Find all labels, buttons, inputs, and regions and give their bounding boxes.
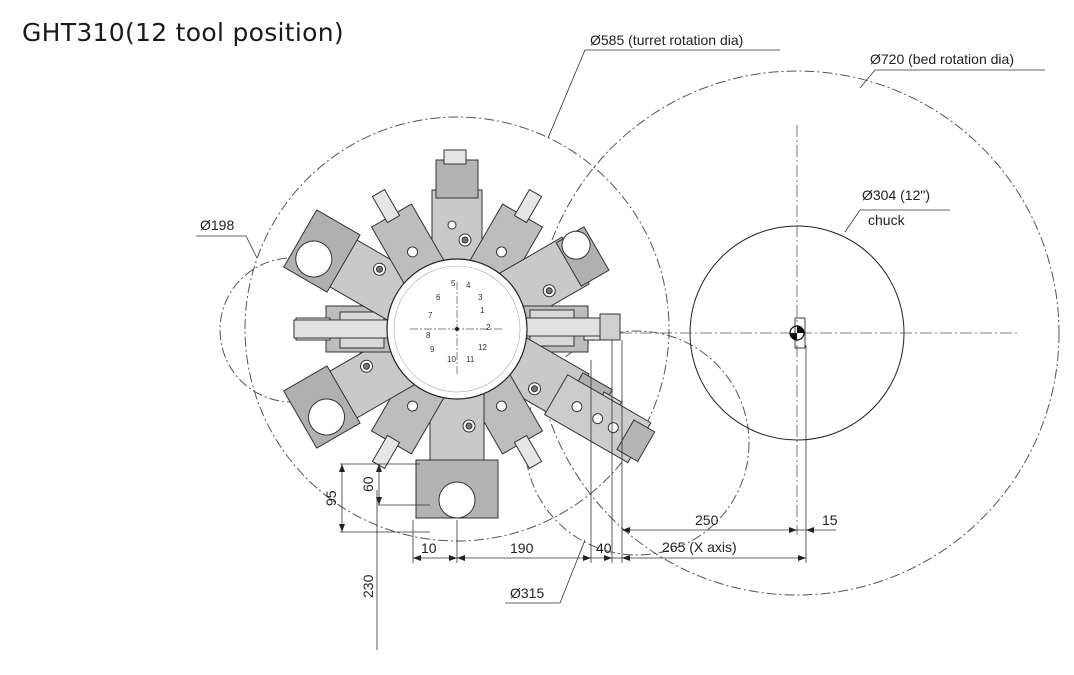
left-boring-bar <box>293 319 391 339</box>
tool-number-3: 3 <box>478 293 483 302</box>
tool-number-2: 2 <box>486 323 491 332</box>
dim-250-label: 250 <box>695 512 719 528</box>
dim-265-label: 265 (X axis) <box>662 539 737 555</box>
dim-10-label: 10 <box>421 540 437 556</box>
dim-190-label: 190 <box>510 540 534 556</box>
bed-rotation-dia-label: Ø720 (bed rotation dia) <box>870 51 1014 67</box>
tool-number-8: 8 <box>426 331 431 340</box>
dim-95-label: 95 <box>323 490 339 506</box>
dim-230-label: 230 <box>360 574 376 598</box>
spindle-center-marker <box>789 317 806 349</box>
diagram-title: GHT310(12 tool position) <box>22 18 344 47</box>
bed-rotation-circle <box>534 70 1060 596</box>
tool-number-11: 11 <box>466 355 475 364</box>
tool-number-12: 12 <box>478 343 487 352</box>
tool-number-1: 1 <box>480 306 485 315</box>
chuck-dia-label: Ø304 (12") <box>862 187 930 203</box>
tool-clearance-dia-label: Ø198 <box>200 217 234 233</box>
chuck-label: chuck <box>868 212 906 228</box>
tool-number-labels: 1 2 3 4 5 6 7 8 9 10 11 12 <box>426 279 491 364</box>
inner-circle-dia-label: Ø315 <box>510 585 544 601</box>
tool-number-10: 10 <box>447 355 456 364</box>
tool-number-6: 6 <box>436 293 441 302</box>
tool-number-7: 7 <box>428 311 433 320</box>
tool-number-4: 4 <box>466 281 471 290</box>
dim-40-label: 40 <box>596 540 612 556</box>
live-tool-housing <box>543 374 656 464</box>
turret-rotation-dia-label: Ø585 (turret rotation dia) <box>590 32 743 48</box>
tool-number-5: 5 <box>451 279 456 288</box>
turret-body <box>283 149 656 519</box>
dim-60-label: 60 <box>360 476 376 492</box>
tool-number-9: 9 <box>430 345 435 354</box>
dim-15-label: 15 <box>822 512 838 528</box>
